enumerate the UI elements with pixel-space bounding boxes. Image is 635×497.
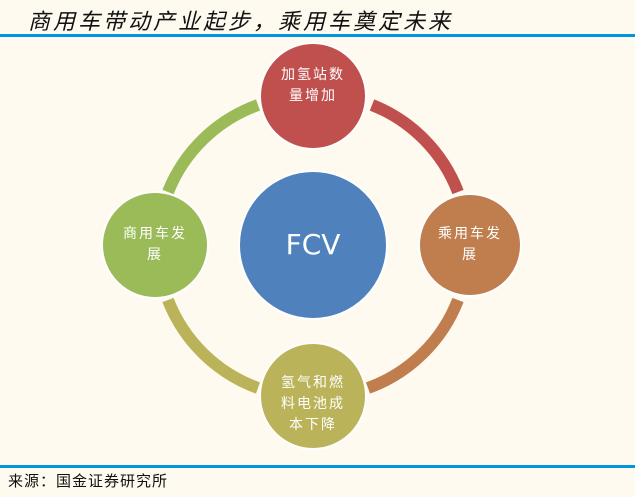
node-bottom-circle	[259, 342, 367, 450]
source-note: 来源：国金证券研究所	[8, 472, 169, 490]
page-title: 商用车带动产业起步，乘用车奠定未来	[28, 10, 454, 35]
node-bottom-line: 料电池成	[281, 396, 345, 412]
center-circle	[238, 170, 388, 320]
node-bottom-line: 本下降	[289, 417, 337, 433]
bottom-divider	[0, 465, 635, 468]
node-top-label: 加氢站数 量增加	[263, 65, 363, 107]
center-label: FCV	[285, 228, 341, 261]
node-left-label: 商用车发展	[105, 224, 205, 266]
top-divider	[0, 34, 635, 37]
node-bottom-line: 氢气和燃	[281, 375, 345, 391]
node-left-text: 商用车发展	[123, 226, 187, 263]
node-top-circle	[259, 42, 367, 150]
arc-top-right	[369, 99, 464, 195]
node-left-circle	[101, 191, 209, 299]
node-top-line: 量增加	[289, 88, 337, 104]
node-right-circle	[418, 193, 522, 297]
node-bottom-label: 氢气和燃 料电池成 本下降	[263, 373, 363, 436]
node-top-line: 加氢站数	[281, 67, 345, 83]
arc-bottom-left	[162, 297, 261, 394]
arc-left-top	[162, 99, 261, 195]
node-right-label: 乘用车发展	[420, 224, 520, 266]
arc-right-bottom	[365, 297, 464, 394]
node-right-text: 乘用车发展	[438, 226, 502, 263]
